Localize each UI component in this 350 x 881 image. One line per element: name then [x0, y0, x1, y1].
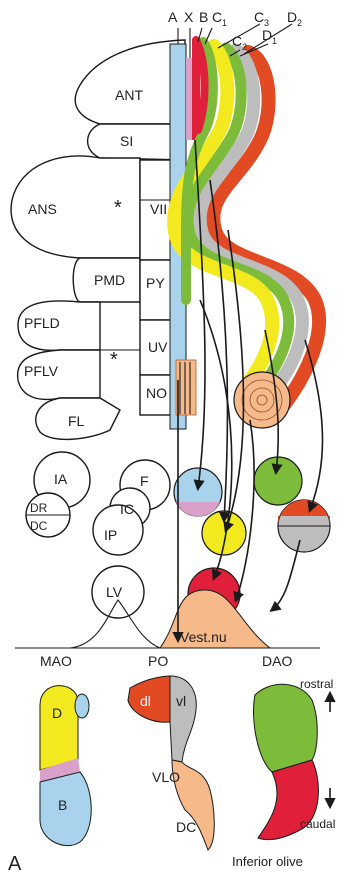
zone-label-b: B	[199, 9, 208, 25]
olive-label-vlo: VLO	[152, 769, 180, 785]
asterisk-pfl: *	[110, 349, 118, 371]
olive-po-vl	[170, 676, 196, 762]
zone-label-x: X	[184, 9, 194, 25]
olive-label-rostral: rostral	[300, 677, 333, 691]
olive-label-vl: vl	[176, 693, 186, 709]
nucleus-label-dr: DR	[30, 501, 48, 515]
nucleus-label-ip: IP	[104, 527, 117, 543]
lobule-label-py: PY	[146, 275, 165, 291]
olive-label-dc: DC	[176, 819, 196, 835]
asterisk-ans: *	[114, 197, 122, 219]
zone-label-c2-sub: 2	[242, 42, 247, 52]
nucleus-label-f: F	[140, 473, 149, 489]
zone-label-c1: C	[212, 9, 222, 25]
nucleus-label-lv: LV	[106, 584, 123, 600]
lobule-label-pmd: PMD	[94, 272, 125, 288]
zone-label-c2: C	[232, 33, 242, 49]
olive-mao-d	[40, 686, 78, 770]
zone-x-band	[186, 58, 192, 140]
olive-dao-rostral	[254, 684, 318, 772]
lobule-label-fl: FL	[68, 413, 85, 429]
olive-label-b: B	[58, 797, 67, 813]
nucleus-label-vest: Vest.nu	[180, 629, 227, 645]
zone-label-d2-sub: 2	[297, 18, 302, 28]
lobule-label-ant: ANT	[115, 87, 143, 103]
nodulus-hatch	[176, 360, 196, 415]
nucleus-label-dc: DC	[30, 519, 48, 533]
zone-label-d1: D	[262, 27, 272, 43]
lobule-ant	[75, 40, 185, 124]
olive-label-d: D	[52, 705, 62, 721]
zone-label-c1-sub: 1	[222, 18, 227, 28]
lobule-label-pfld: PFLD	[24, 315, 60, 331]
zone-label-c3: C	[254, 9, 264, 25]
lobule-label-si: SI	[120, 133, 133, 149]
panel-label: A	[8, 853, 22, 875]
lobule-label-pflv: PFLV	[24, 363, 59, 379]
target-c3-circle	[254, 457, 302, 505]
zone-label-d1-sub: 1	[272, 36, 277, 46]
nucleus-label-ia: IA	[54, 471, 68, 487]
lobule-label-vii: VII	[150, 201, 167, 217]
cerebellum-outline	[11, 40, 185, 439]
zone-label-a: A	[168, 9, 178, 25]
olive-label-dao: DAO	[262, 653, 292, 669]
lobule-label-ans: ANS	[28, 201, 57, 217]
zone-label-d2: D	[287, 9, 297, 25]
nucleus-label-ic: IC	[120, 501, 134, 517]
lobule-label-uv: UV	[148, 339, 168, 355]
lobule-label-no: NO	[146, 385, 167, 401]
nucleus-ip	[93, 505, 143, 555]
olive-label-po: PO	[148, 653, 168, 669]
olive-label-caudal: caudal	[300, 817, 335, 831]
olive-label-mao: MAO	[40, 653, 72, 669]
olive-label-dl: dl	[140, 693, 151, 709]
olive-caption: Inferior olive	[232, 854, 303, 869]
